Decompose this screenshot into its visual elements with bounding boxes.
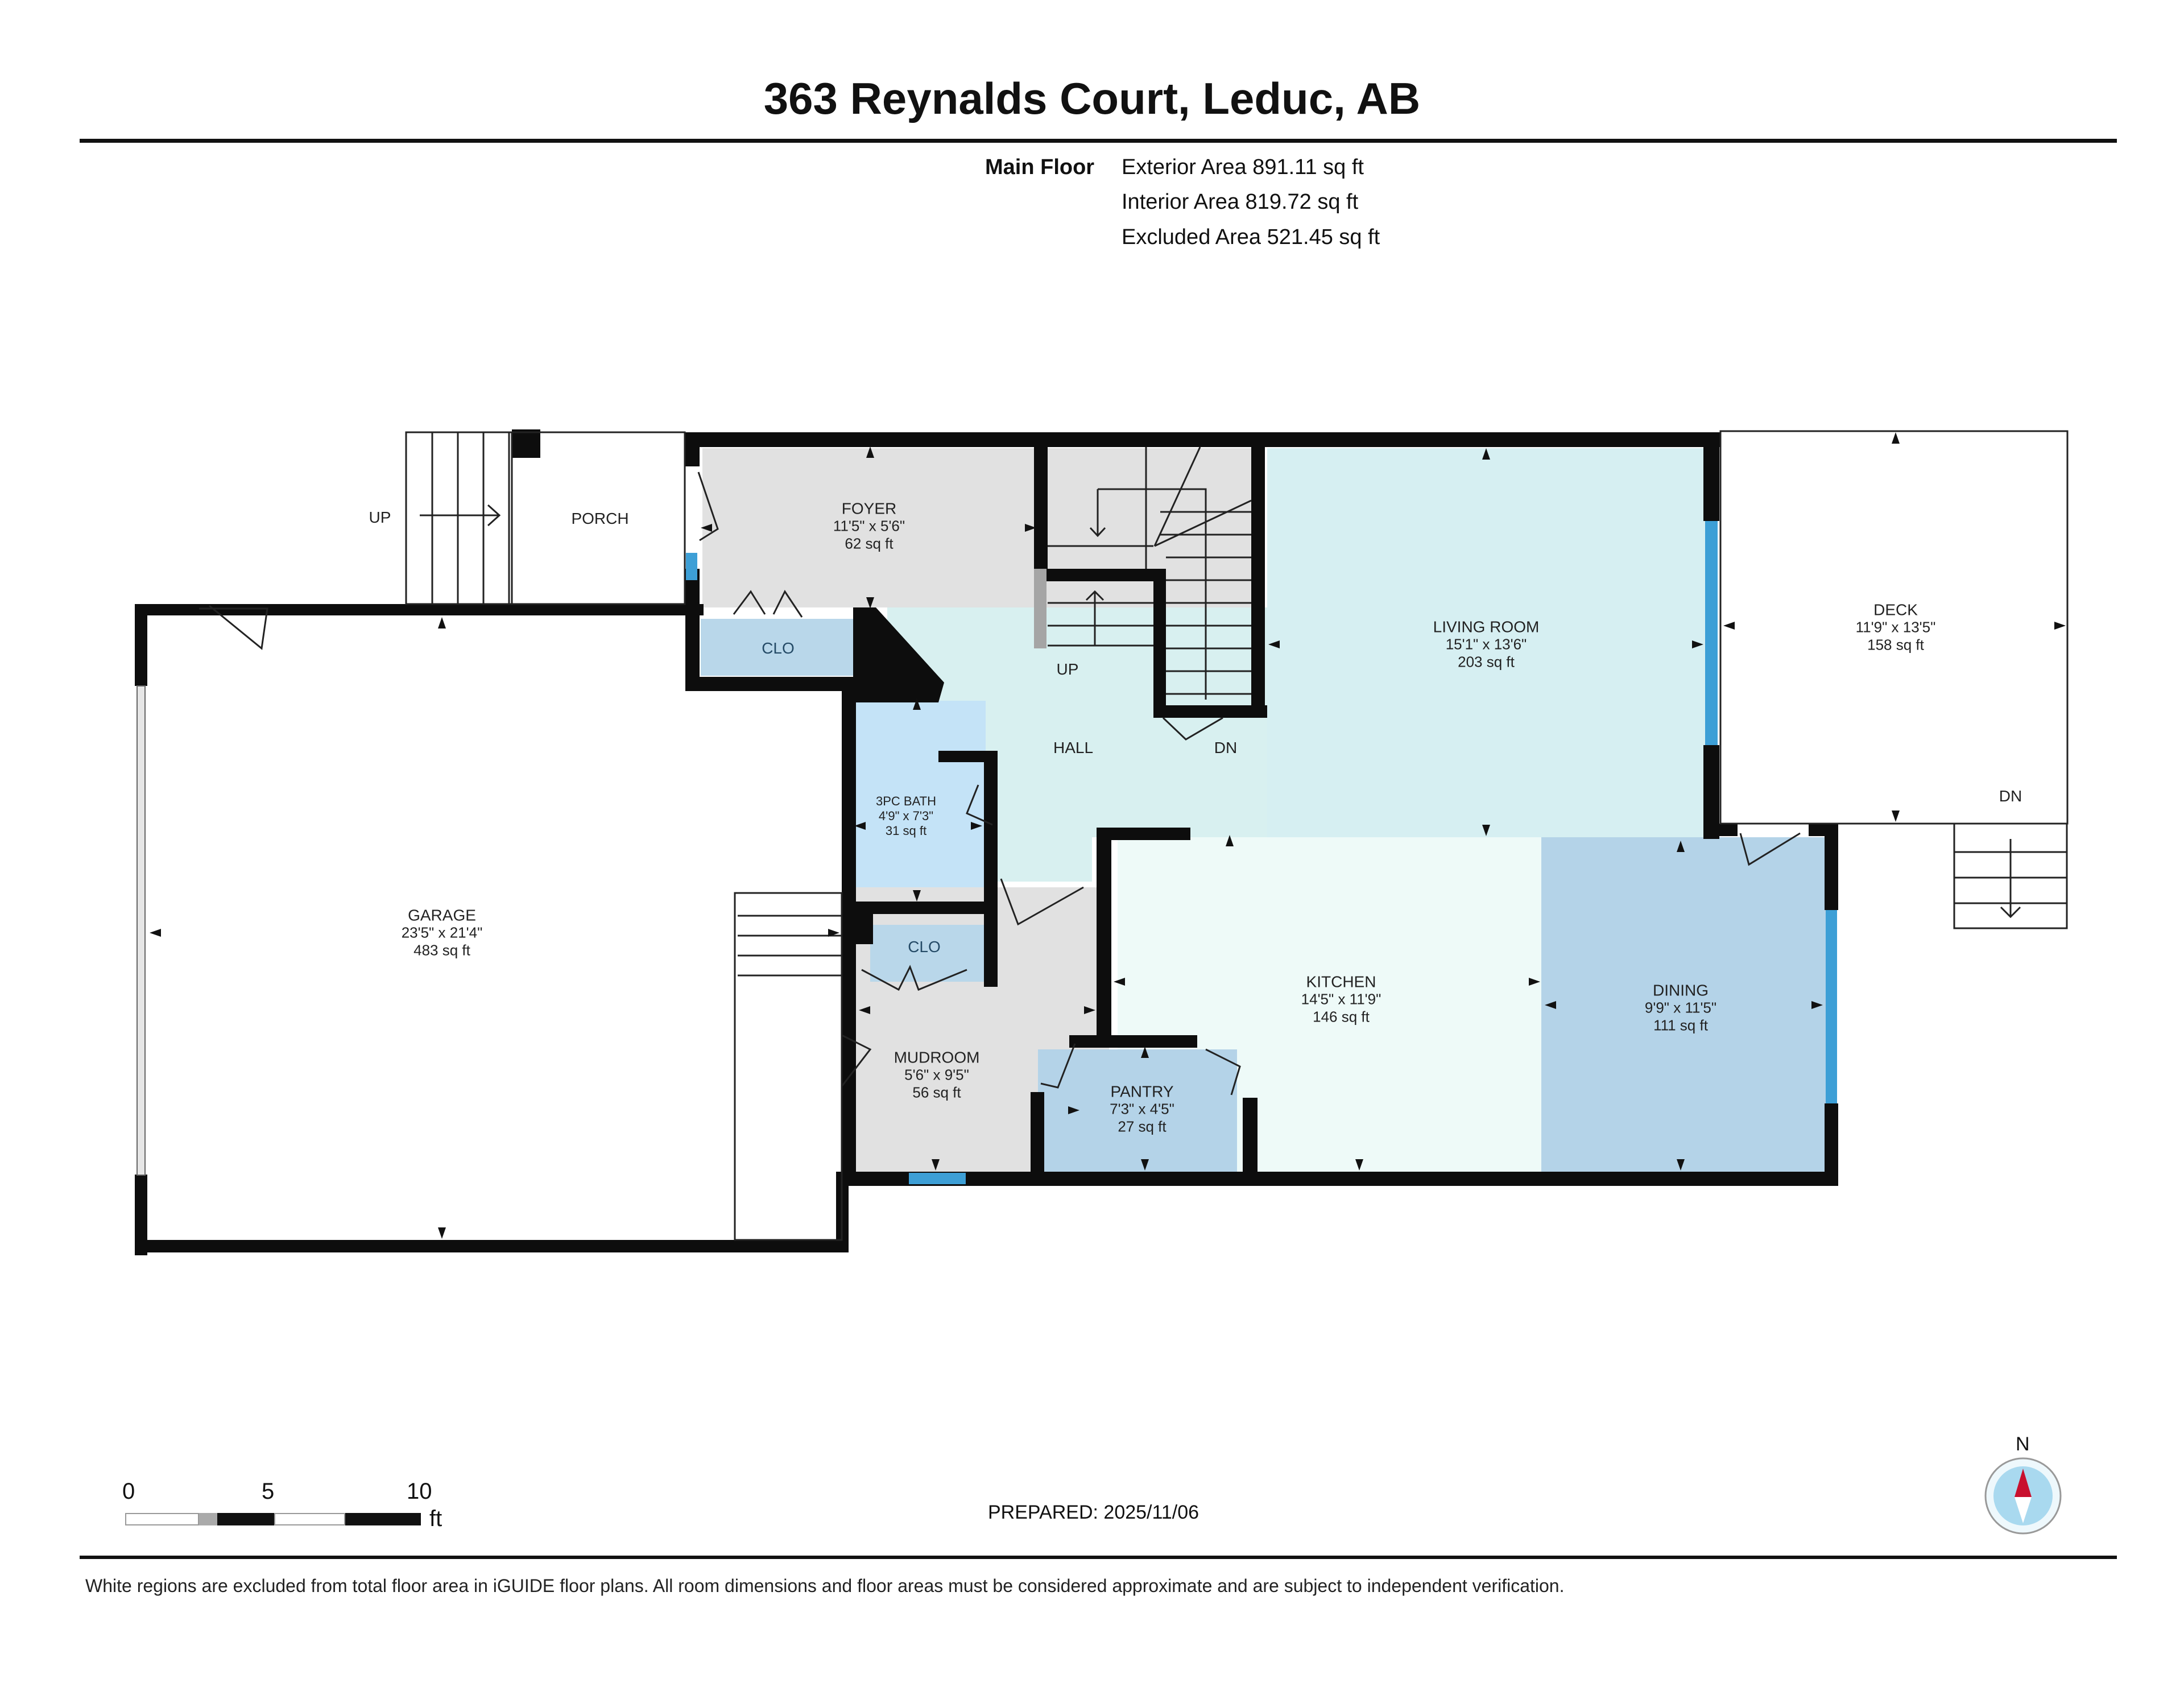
room-bath[interactable] <box>852 701 986 903</box>
room-hall-lower <box>990 808 1092 882</box>
room-dims: 15'1" x 13'6" <box>1445 635 1527 653</box>
room-foyer[interactable] <box>702 448 1035 607</box>
room-name: KITCHEN <box>1306 973 1376 991</box>
page-title: 363 Reynalds Court, Leduc, AB <box>763 73 1421 123</box>
label-kitchen: KITCHEN 14'5" x 11'9" 146 sq ft <box>1301 973 1381 1026</box>
header-divider <box>80 139 2117 143</box>
room-dims: 11'9" x 13'5" <box>1855 618 1936 636</box>
hall-stairs-down-label: DN <box>1214 739 1238 756</box>
scale-segment <box>345 1513 421 1525</box>
scale-tick-5: 5 <box>262 1479 275 1504</box>
label-garage: GARAGE 23'5" x 21'4" 483 sq ft <box>402 907 483 960</box>
room-area: 62 sq ft <box>845 535 894 552</box>
label-mudroom: MUDROOM 5'6" x 9'5" 56 sq ft <box>894 1049 980 1102</box>
room-living[interactable] <box>1267 448 1706 837</box>
room-dims: 4'9" x 7'3" <box>878 809 934 823</box>
room-dims: 5'6" x 9'5" <box>904 1066 969 1084</box>
room-area: 56 sq ft <box>912 1084 961 1101</box>
label-foyer: FOYER 11'5" x 5'6" 62 sq ft <box>833 500 905 553</box>
compass-icon <box>1984 1457 2062 1535</box>
label-pantry: PANTRY 7'3" x 4'5" 27 sq ft <box>1110 1083 1174 1136</box>
footer-divider <box>80 1556 2117 1559</box>
room-area: 483 sq ft <box>413 941 470 959</box>
room-name: 3PC BATH <box>876 794 936 808</box>
room-name: DINING <box>1653 981 1709 999</box>
label-bath: 3PC BATH 4'9" x 7'3" 31 sq ft <box>876 794 936 838</box>
room-dims: 11'5" x 5'6" <box>833 517 905 535</box>
compass-north-label: N <box>2016 1433 2030 1455</box>
room-dims: 14'5" x 11'9" <box>1301 990 1381 1008</box>
room-clo-mud-overlay <box>870 925 987 982</box>
room-name: DECK <box>1873 601 1918 619</box>
room-area: 27 sq ft <box>1118 1118 1167 1135</box>
room-area: 203 sq ft <box>1458 653 1515 671</box>
hall-stairs-up-label: UP <box>1056 660 1079 678</box>
scale-segment <box>199 1513 217 1525</box>
room-name: GARAGE <box>408 906 476 924</box>
room-dining[interactable] <box>1541 837 1827 1173</box>
room-dims: 9'9" x 11'5" <box>1644 999 1717 1016</box>
interior-area: Interior Area 819.72 sq ft <box>1122 190 1359 214</box>
prepared-date: PREPARED: 2025/11/06 <box>988 1502 1199 1523</box>
porch-stairs-up-label: UP <box>369 508 391 526</box>
deck-stairs-down-label: DN <box>1999 787 2022 805</box>
label-deck: DECK 11'9" x 13'5" 158 sq ft <box>1856 601 1936 654</box>
label-hall: HALL <box>1053 739 1094 756</box>
scale-segment <box>274 1513 345 1525</box>
room-dims: 7'3" x 4'5" <box>1110 1100 1174 1118</box>
room-name: PANTRY <box>1110 1082 1174 1101</box>
floor-label: Main Floor <box>985 155 1095 179</box>
label-closet-mudroom: CLO <box>908 938 941 956</box>
room-area: 111 sq ft <box>1653 1016 1708 1034</box>
scale-segment <box>217 1513 274 1525</box>
room-area: 31 sq ft <box>885 824 927 838</box>
scale-tick-0: 0 <box>122 1479 135 1504</box>
label-living-room: LIVING ROOM 15'1" x 13'6" 203 sq ft <box>1433 618 1540 671</box>
excluded-area: Excluded Area 521.45 sq ft <box>1122 225 1380 249</box>
scale-unit: ft <box>429 1506 442 1531</box>
scale-segment <box>125 1513 199 1525</box>
compass: N <box>1984 1433 2070 1536</box>
label-dining: DINING 9'9" x 11'5" 111 sq ft <box>1645 982 1716 1035</box>
label-closet-foyer: CLO <box>762 639 795 657</box>
room-name: FOYER <box>841 499 897 518</box>
room-area: 146 sq ft <box>1313 1008 1370 1026</box>
scale-bar: 0 5 10 ft <box>119 1479 461 1536</box>
exterior-area: Exterior Area 891.11 sq ft <box>1122 155 1364 179</box>
scale-tick-10: 10 <box>407 1479 432 1504</box>
room-name: LIVING ROOM <box>1433 618 1540 636</box>
disclaimer: White regions are excluded from total fl… <box>85 1576 1565 1596</box>
room-area: 158 sq ft <box>1867 636 1924 654</box>
room-clo-foyer[interactable] <box>701 619 854 676</box>
label-porch: PORCH <box>571 510 629 527</box>
room-name: MUDROOM <box>894 1048 980 1066</box>
room-dims: 23'5" x 21'4" <box>401 924 483 941</box>
